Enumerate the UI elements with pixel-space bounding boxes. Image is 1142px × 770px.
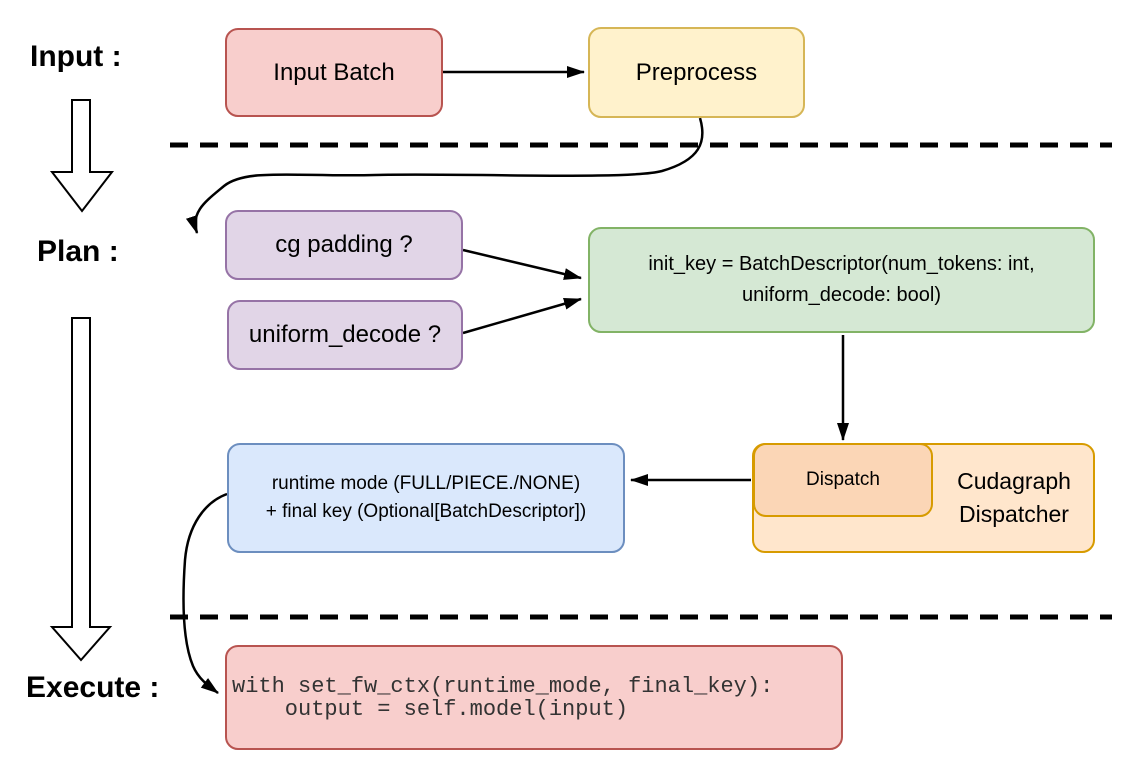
input-stage-label: Input : [30, 40, 122, 73]
execute-stage-label: Execute : [26, 671, 160, 704]
execute-code-line2: output = self.model(input) [232, 696, 629, 722]
arrow-runtimemode-to-executecode [182, 492, 228, 695]
input-batch-node: Input Batch [225, 28, 443, 117]
init-key-line2: uniform_decode: bool) [741, 284, 941, 306]
execute-code-line1: with set_fw_ctx(runtime_mode, final_key)… [232, 673, 774, 699]
runtime-mode-line1: runtime mode (FULL/PIECE./NONE) [271, 473, 581, 494]
dispatch-node: Dispatch [753, 443, 933, 517]
stage-arrow-input-to-plan [49, 99, 115, 213]
cg-padding-node: cg padding ? [225, 210, 463, 280]
preprocess-node: Preprocess [588, 27, 805, 118]
plan-stage-label: Plan : [37, 235, 119, 268]
arrow-uniformdecode-to-initkey [462, 297, 582, 335]
execute-code-node: with set_fw_ctx(runtime_mode, final_key)… [225, 645, 843, 750]
init-key-node: init_key = BatchDescriptor(num_tokens: i… [588, 227, 1095, 333]
stage-arrow-plan-to-execute [49, 317, 113, 662]
cudagraph-dispatcher-line2: Dispatcher [959, 501, 1069, 527]
arrow-cgpadding-to-initkey [462, 248, 582, 280]
init-key-line1: init_key = BatchDescriptor(num_tokens: i… [648, 253, 1035, 275]
uniform-decode-node: uniform_decode ? [227, 300, 463, 370]
runtime-mode-line2: + final key (Optional[BatchDescriptor]) [265, 501, 587, 522]
runtime-mode-node: runtime mode (FULL/PIECE./NONE) + final … [227, 443, 625, 553]
cudagraph-dispatcher-line1: Cudagraph [957, 468, 1071, 494]
cudagraph-dispatcher-label: Cudagraph Dispatcher [933, 443, 1095, 553]
arrow-preprocess-to-cgpadding [185, 117, 704, 234]
